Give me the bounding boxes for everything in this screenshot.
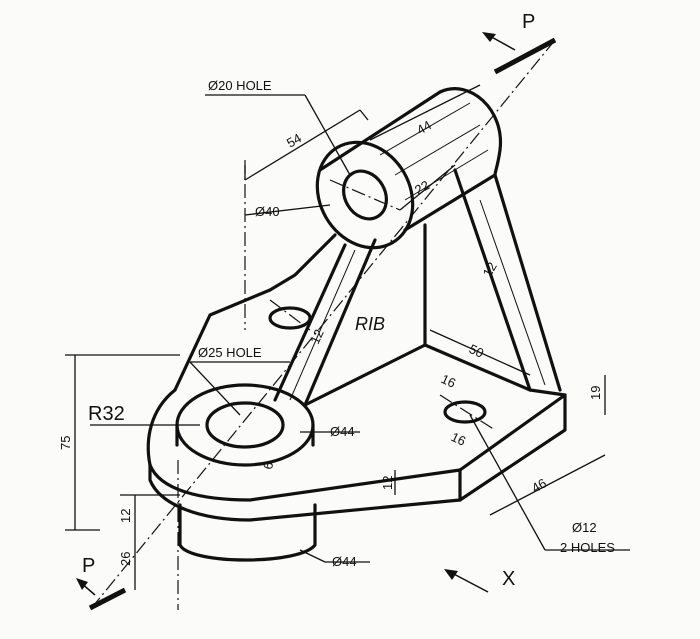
base-right-side	[458, 393, 567, 502]
label-54: 54	[284, 130, 304, 150]
right-rib-arm	[423, 168, 562, 392]
boss-hole	[342, 169, 388, 221]
web-plate	[173, 288, 532, 392]
boss-back-curve	[438, 87, 503, 177]
boss-bottom-edge	[403, 173, 497, 232]
label-p-top: P	[522, 11, 535, 33]
base-front-bottom	[148, 463, 462, 522]
label-12-base: 12	[380, 476, 395, 490]
label-hole-20: Ø20 HOLE	[208, 78, 272, 93]
web-base-edge	[423, 343, 532, 392]
label-16-a: 16	[439, 371, 458, 391]
label-44: 44	[414, 117, 434, 137]
leader-12-a	[469, 414, 546, 551]
x-arrow-head	[444, 569, 458, 580]
base-top-inner	[303, 343, 427, 407]
top-boss	[315, 87, 503, 250]
label-22: 22	[412, 177, 432, 197]
hole-center-line-b	[439, 394, 496, 431]
label-16-b: 16	[449, 429, 468, 449]
dim-50-line	[429, 329, 531, 376]
label-x: X	[502, 568, 515, 590]
label-6: 6	[260, 461, 276, 471]
view-arrow-p-bottom	[76, 578, 127, 611]
boss-center-line	[329, 179, 401, 211]
front-boss-hole	[205, 401, 285, 449]
label-hole-25: Ø25 HOLE	[198, 345, 262, 360]
dim-44-line	[369, 84, 481, 141]
base-hole-top	[268, 306, 312, 330]
label-26: 26	[118, 552, 133, 566]
right-arm-inner	[493, 173, 562, 392]
boss-front-face	[315, 140, 415, 250]
bottom-cylinder	[178, 503, 317, 562]
dimension-text: Ø20 HOLE 54 44 22 Ø40 12 RIB 50 Ø25 HOLE…	[58, 11, 615, 590]
dim-40-line	[244, 204, 331, 216]
right-arm-shade	[479, 199, 546, 386]
boss-shade-3	[404, 149, 489, 201]
dim-54-line	[244, 109, 361, 181]
label-p-bottom: P	[82, 555, 95, 577]
p-top-bar	[493, 37, 557, 75]
p-bottom-bar	[88, 587, 127, 611]
front-boss	[175, 383, 317, 562]
dimension-lines	[65, 84, 630, 590]
hole-center-line-a	[269, 299, 311, 331]
label-dia-40: Ø40	[255, 204, 280, 219]
label-19: 19	[588, 386, 603, 400]
dim-54-ext-b	[359, 109, 369, 121]
rib-outer-top	[268, 233, 337, 292]
p-top-arrow-head	[482, 32, 496, 42]
rib-shade	[289, 249, 356, 401]
boss-shade-1	[379, 102, 471, 156]
base-front-top	[148, 463, 462, 502]
boss-shade-2	[394, 124, 481, 176]
right-arm-outer	[453, 168, 532, 392]
p-bottom-arrow-head	[76, 578, 88, 590]
view-arrow-p-top	[482, 32, 557, 75]
base-plate	[146, 306, 567, 522]
base-hole-right	[443, 400, 487, 424]
label-r32: R32	[88, 403, 125, 425]
x-arrow-shaft	[449, 571, 489, 593]
rib-right-edge	[303, 238, 377, 407]
left-rib-arm	[268, 233, 377, 407]
label-12-left: 12	[307, 327, 327, 346]
label-50: 50	[467, 341, 486, 361]
dim-46-line	[489, 454, 606, 516]
base-left-curve	[146, 388, 177, 467]
leader-20-b	[304, 94, 351, 176]
label-dia-44-top: Ø44	[330, 424, 355, 439]
view-arrow-x	[444, 569, 489, 593]
leader-25-b	[189, 361, 241, 416]
label-75: 75	[58, 436, 73, 450]
label-12-right: 12	[480, 259, 500, 279]
label-dia-12: Ø12	[572, 520, 597, 535]
dim-22-line	[399, 164, 456, 211]
label-dia-44-bottom: Ø44	[332, 554, 357, 569]
label-2-holes: 2 HOLES	[560, 540, 615, 555]
leader-44-bottom-a	[299, 549, 326, 563]
label-46: 46	[529, 475, 549, 495]
label-12-left-bottom: 12	[118, 509, 133, 523]
web-left-edge	[173, 288, 272, 392]
label-rib: RIB	[355, 314, 385, 334]
